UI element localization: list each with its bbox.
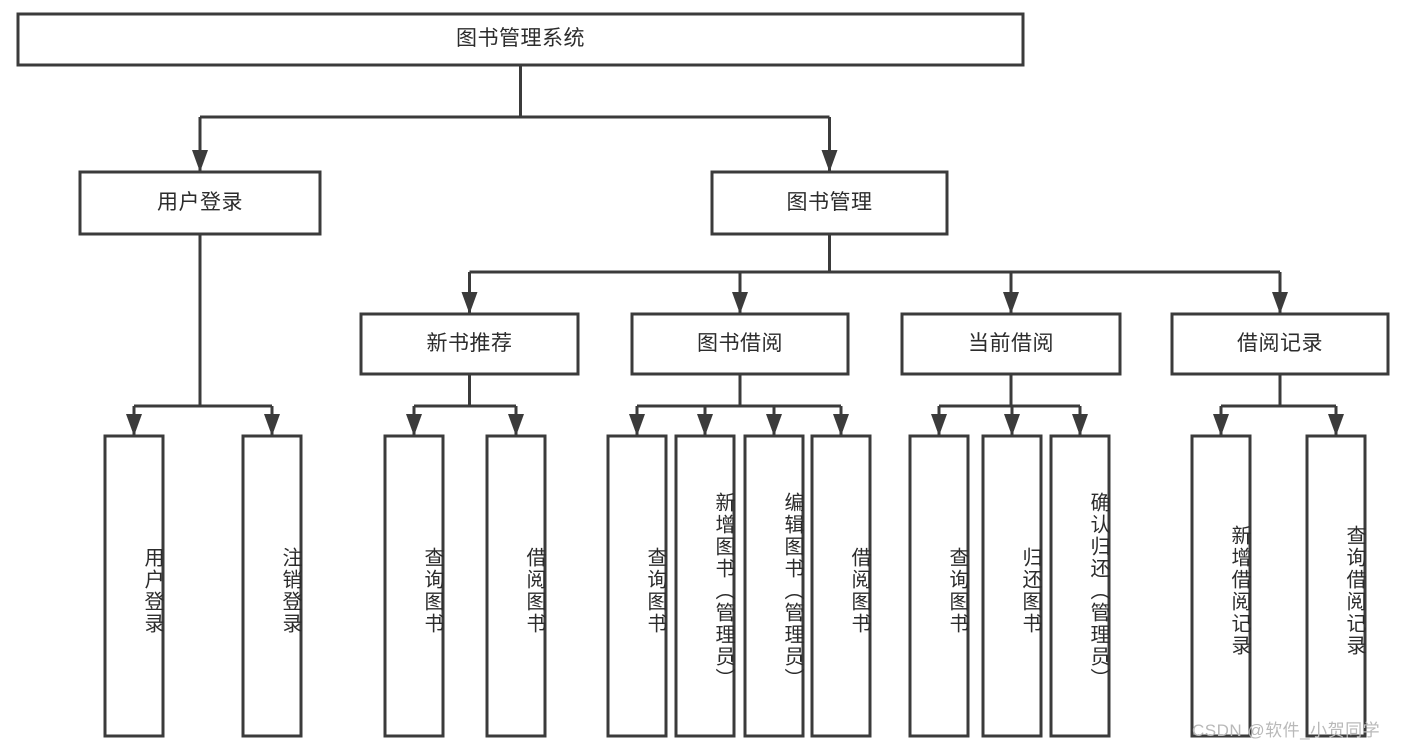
arrow-head-icon	[697, 414, 713, 436]
arrow-head-icon	[833, 414, 849, 436]
node-root-root[interactable]	[16, 12, 1025, 67]
node-box-layer	[16, 12, 1390, 738]
arrow-head-icon	[406, 414, 422, 436]
node-book-manage[interactable]	[710, 170, 949, 236]
connector-layer	[126, 65, 1344, 436]
arrow-head-icon	[461, 292, 478, 314]
csdn-watermark: CSDN @软件_小贺同学	[1192, 721, 1381, 740]
arrow-head-icon	[1004, 414, 1020, 436]
node-borrow-record[interactable]	[1170, 312, 1390, 376]
arrow-head-icon	[264, 414, 280, 436]
arrow-head-icon	[1328, 414, 1344, 436]
arrow-head-icon	[931, 414, 947, 436]
arrow-head-icon	[1003, 292, 1019, 314]
node-book-borrow[interactable]	[630, 312, 850, 376]
arrow-head-icon	[1072, 414, 1088, 436]
node-leaf-add-record[interactable]	[1190, 434, 1252, 738]
arrow-head-icon	[126, 414, 142, 436]
node-leaf-query-book-3[interactable]	[908, 434, 970, 738]
node-leaf-borrow-book-2[interactable]	[810, 434, 872, 738]
arrow-head-icon	[1272, 292, 1288, 314]
node-current-borrow[interactable]	[900, 312, 1122, 376]
node-leaf-borrow-book-1[interactable]	[485, 434, 547, 738]
node-new-book-rec[interactable]	[359, 312, 580, 376]
node-leaf-add-book[interactable]	[674, 434, 736, 738]
arrow-head-icon	[508, 414, 524, 436]
node-user-login[interactable]	[78, 170, 322, 236]
arrow-head-icon	[732, 292, 748, 314]
node-leaf-confirm-return[interactable]	[1049, 434, 1111, 738]
node-leaf-return-book[interactable]	[981, 434, 1043, 738]
arrow-head-icon	[629, 414, 645, 436]
node-leaf-query-record[interactable]	[1305, 434, 1367, 738]
arrow-head-icon	[192, 150, 208, 172]
node-leaf-user-login[interactable]	[103, 434, 165, 738]
node-leaf-logout[interactable]	[241, 434, 303, 738]
node-leaf-query-book-2[interactable]	[606, 434, 668, 738]
node-leaf-query-book-1[interactable]	[383, 434, 445, 738]
arrow-head-icon	[766, 414, 782, 436]
node-leaf-edit-book[interactable]	[743, 434, 805, 738]
arrow-head-icon	[821, 150, 838, 172]
arrow-head-icon	[1213, 414, 1229, 436]
